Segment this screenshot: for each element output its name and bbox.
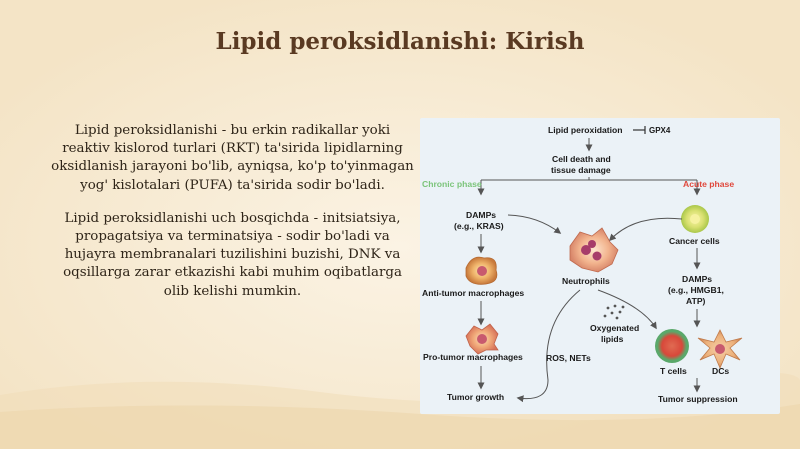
lipid-peroxidation-figure: Lipid peroxidation GPX4 Cell death and t… bbox=[420, 118, 780, 414]
paragraph-2: Lipid peroksidlanishi uch bosqichda - in… bbox=[63, 210, 402, 299]
cancer-cell-icon bbox=[681, 205, 709, 233]
arrow-damps-to-neutrophils bbox=[507, 214, 562, 234]
slide-title: Lipid peroksidlanishi: Kirish bbox=[215, 28, 585, 55]
damps-right-label-1: DAMPs bbox=[682, 274, 712, 284]
arrow-cancer-to-neutrophils bbox=[608, 217, 683, 242]
body-text: Lipid peroksidlanishi - bu erkin radikal… bbox=[50, 122, 415, 316]
dendritic-cell-icon bbox=[697, 329, 743, 370]
oxygenated-label-1: Oxygenated bbox=[590, 323, 639, 333]
oxygenated-label-2: lipids bbox=[601, 334, 624, 344]
lipid-peroxidation-label: Lipid peroxidation bbox=[548, 125, 622, 135]
cell-death-label-2: tissue damage bbox=[551, 165, 611, 175]
neutrophils-label: Neutrophils bbox=[562, 276, 610, 286]
gpx4-label: GPX4 bbox=[649, 126, 671, 135]
tumor-growth-label: Tumor growth bbox=[447, 392, 504, 402]
pro-tumor-macrophage-icon bbox=[465, 323, 499, 355]
tumor-suppression-label: Tumor suppression bbox=[658, 394, 738, 404]
damps-left-label-2: (e.g., KRAS) bbox=[454, 221, 504, 231]
damps-right-label-2: (e.g., HMGB1, bbox=[668, 285, 724, 295]
figure-diagram: Lipid peroxidation GPX4 Cell death and t… bbox=[422, 125, 743, 404]
damps-right-label-3: ATP) bbox=[686, 296, 706, 306]
anti-tumor-macrophage-icon bbox=[465, 256, 498, 285]
dcs-label: DCs bbox=[712, 366, 729, 376]
anti-tumor-macrophages-label: Anti-tumor macrophages bbox=[422, 288, 524, 298]
oxygenated-lipids-icon bbox=[603, 304, 625, 320]
cell-death-label-1: Cell death and bbox=[552, 154, 611, 164]
damps-left-label-1: DAMPs bbox=[466, 210, 496, 220]
arrow-to-t-cells bbox=[597, 289, 657, 330]
cancer-cells-label: Cancer cells bbox=[669, 236, 720, 246]
arrow-ros-to-tumor-growth bbox=[516, 289, 581, 403]
chronic-phase-label: Chronic phase bbox=[422, 179, 482, 189]
neutrophil-icon bbox=[569, 227, 619, 273]
acute-phase-label: Acute phase bbox=[683, 179, 734, 189]
pro-tumor-macrophages-label: Pro-tumor macrophages bbox=[423, 352, 523, 362]
paragraph-1: Lipid peroksidlanishi - bu erkin radikal… bbox=[51, 123, 414, 193]
ros-nets-label: ROS, NETs bbox=[546, 353, 591, 363]
t-cells-label: T cells bbox=[660, 366, 687, 376]
t-cell-icon bbox=[655, 329, 689, 363]
